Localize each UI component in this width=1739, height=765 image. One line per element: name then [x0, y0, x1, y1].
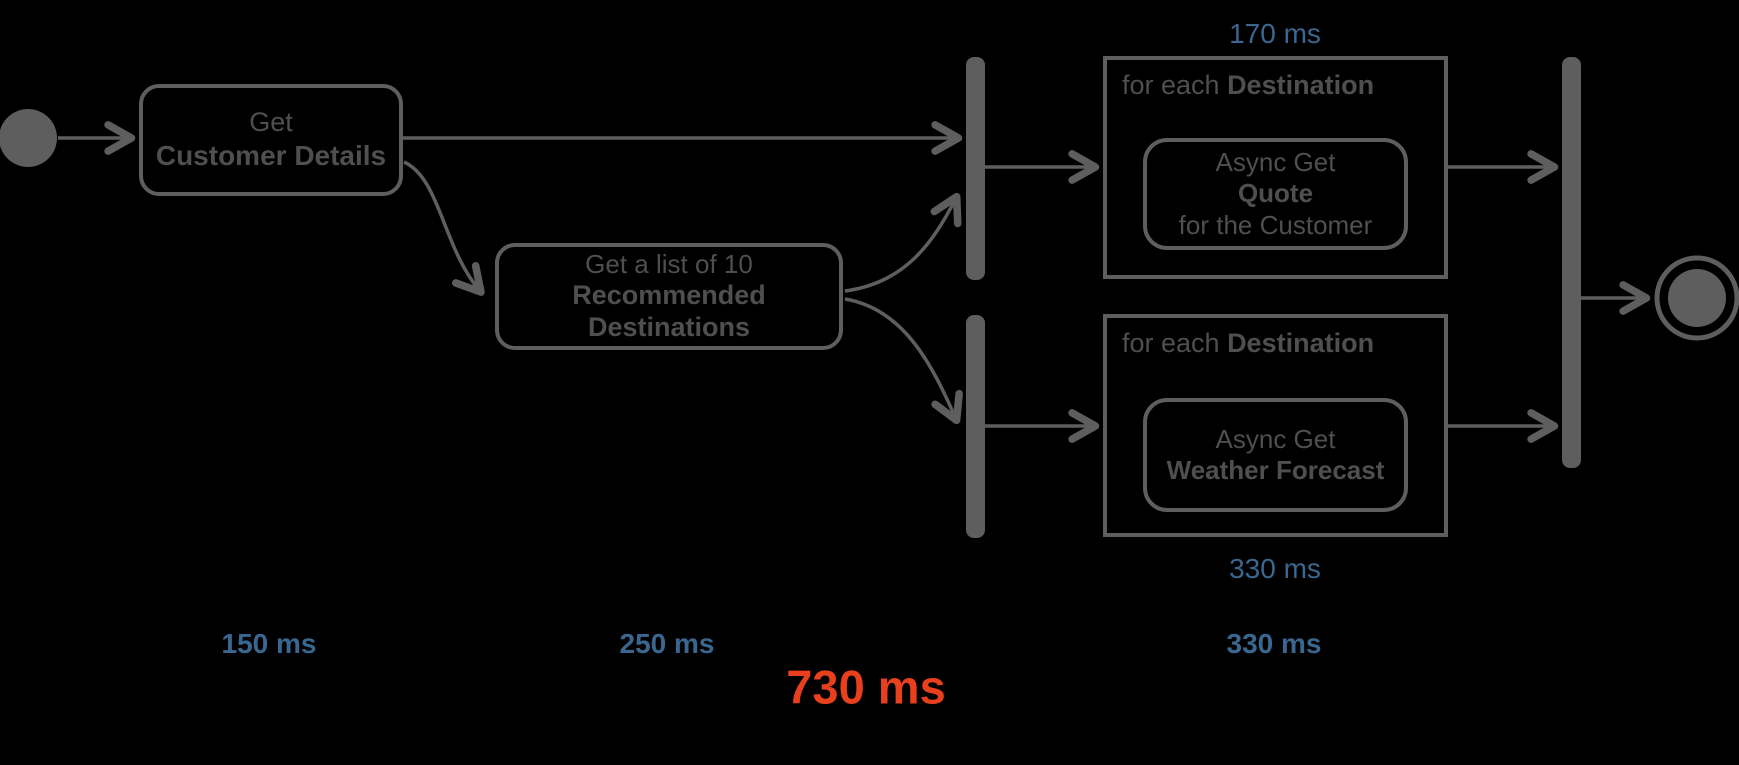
- async-quote-line2: Quote: [1237, 178, 1314, 209]
- activity-async-get-weather: Async Get Weather Forecast: [1143, 398, 1408, 512]
- start-node: [0, 109, 57, 167]
- loop-weather-label-prefix: for each: [1122, 328, 1228, 358]
- timing-weather-loop: 330 ms: [1229, 553, 1321, 584]
- async-weather-line2: Weather Forecast: [1166, 455, 1385, 485]
- fork-bar-top: [966, 57, 985, 280]
- loop-quote-label-prefix: for each: [1122, 70, 1228, 100]
- activity-get-customer-line1: Get: [249, 107, 293, 138]
- timing-quote-loop: 170 ms: [1229, 18, 1321, 49]
- timing-parallel-loops: 330 ms: [1226, 628, 1322, 659]
- activity-get-destinations-line1: Get a list of 10: [585, 249, 753, 280]
- async-weather-line1: Async Get: [1215, 423, 1336, 454]
- timing-get-destinations: 250 ms: [619, 628, 715, 659]
- loop-quote-label-bold: Destination: [1227, 70, 1375, 100]
- activity-get-destinations: Get a list of 10 Recommended Destination…: [495, 243, 843, 350]
- activity-get-customer-details: Get Customer Details: [139, 84, 403, 196]
- loop-region-weather: for each Destination Async Get Weather F…: [1103, 314, 1448, 537]
- join-bar: [1562, 57, 1581, 468]
- end-node-ring: [1654, 255, 1739, 341]
- loop-weather-label-bold: Destination: [1227, 328, 1375, 358]
- flow-get-customer-to-get-destinations: [403, 160, 485, 296]
- fork-bar-bottom: [966, 315, 985, 538]
- loop-region-quote-label: for each Destination: [1122, 70, 1374, 101]
- flow-get-destinations-to-fork-top: [844, 192, 962, 293]
- end-node-core: [1668, 269, 1726, 327]
- activity-get-destinations-line3: Destinations: [587, 311, 751, 342]
- flow-get-destinations-to-fork-bottom: [844, 297, 963, 425]
- loop-region-weather-label: for each Destination: [1122, 328, 1374, 359]
- async-quote-line1: Async Get: [1215, 147, 1336, 178]
- loop-region-quote: for each Destination Async Get Quote for…: [1103, 56, 1448, 279]
- timing-get-customer: 150 ms: [221, 628, 317, 659]
- activity-async-get-quote: Async Get Quote for the Customer: [1143, 138, 1408, 250]
- async-quote-line3: for the Customer: [1178, 209, 1373, 240]
- activity-get-destinations-line2: Recommended: [572, 279, 766, 310]
- timing-total: 730 ms: [786, 660, 946, 714]
- activity-get-customer-line2: Customer Details: [155, 140, 387, 172]
